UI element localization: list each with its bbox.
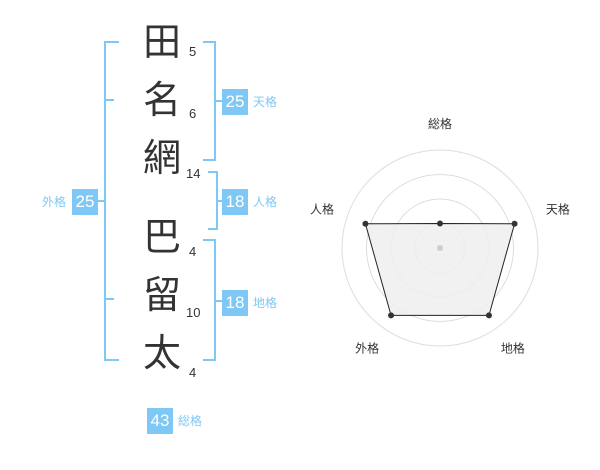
gaikaku-bracket <box>104 41 119 361</box>
tenkaku-bracket-tick <box>215 100 223 102</box>
stroke-count-4: 4 <box>189 244 197 259</box>
name-char-1: 田 <box>142 20 181 64</box>
radar-axis-label-4: 外格 <box>355 340 379 355</box>
name-char-4: 巴 <box>142 215 181 259</box>
gaikaku-bracket-tick-1 <box>104 99 114 101</box>
radar-ring-4 <box>341 149 539 347</box>
radar-point-1 <box>437 220 443 227</box>
stroke-count-6: 4 <box>189 365 197 380</box>
radar-center <box>437 245 443 251</box>
chikaku-label: 地格 <box>253 296 278 310</box>
radar-point-3 <box>485 312 492 319</box>
radar-axis-label-5: 人格 <box>310 202 334 217</box>
name-char-5: 留 <box>142 273 181 317</box>
radar-axis-label-2: 天格 <box>546 202 570 217</box>
jinkaku-bracket-tick <box>218 200 224 202</box>
gaikaku-label: 外格 <box>42 195 67 209</box>
radar-area <box>364 222 516 316</box>
stroke-count-1: 5 <box>189 44 197 59</box>
radar-axis-label-1: 総格 <box>428 116 452 131</box>
jinkaku-value: 18 <box>222 189 248 215</box>
chikaku-bracket-tick <box>215 300 223 302</box>
name-char-3: 網 <box>142 136 181 180</box>
radar-point-5 <box>362 220 369 227</box>
radar-ring-3 <box>366 174 514 322</box>
stroke-count-3: 14 <box>186 166 201 181</box>
jinkaku-bracket <box>208 171 218 230</box>
chikaku-value: 18 <box>222 290 248 316</box>
radar-axis-label-3: 地格 <box>501 340 525 355</box>
name-char-6: 太 <box>142 331 181 375</box>
radar-point-2 <box>511 220 518 227</box>
jinkaku-label: 人格 <box>253 195 278 209</box>
stroke-count-2: 6 <box>189 106 197 121</box>
radar-point-4 <box>388 312 395 319</box>
name-char-2: 名 <box>142 78 181 122</box>
stroke-count-5: 10 <box>186 305 201 320</box>
soukaku-value: 43 <box>147 408 173 434</box>
gaikaku-value: 25 <box>72 189 98 215</box>
tenkaku-label: 天格 <box>253 95 278 109</box>
tenkaku-value: 25 <box>222 89 248 115</box>
soukaku-label: 総格 <box>178 414 203 428</box>
gaikaku-bracket-tick-2 <box>104 298 114 300</box>
